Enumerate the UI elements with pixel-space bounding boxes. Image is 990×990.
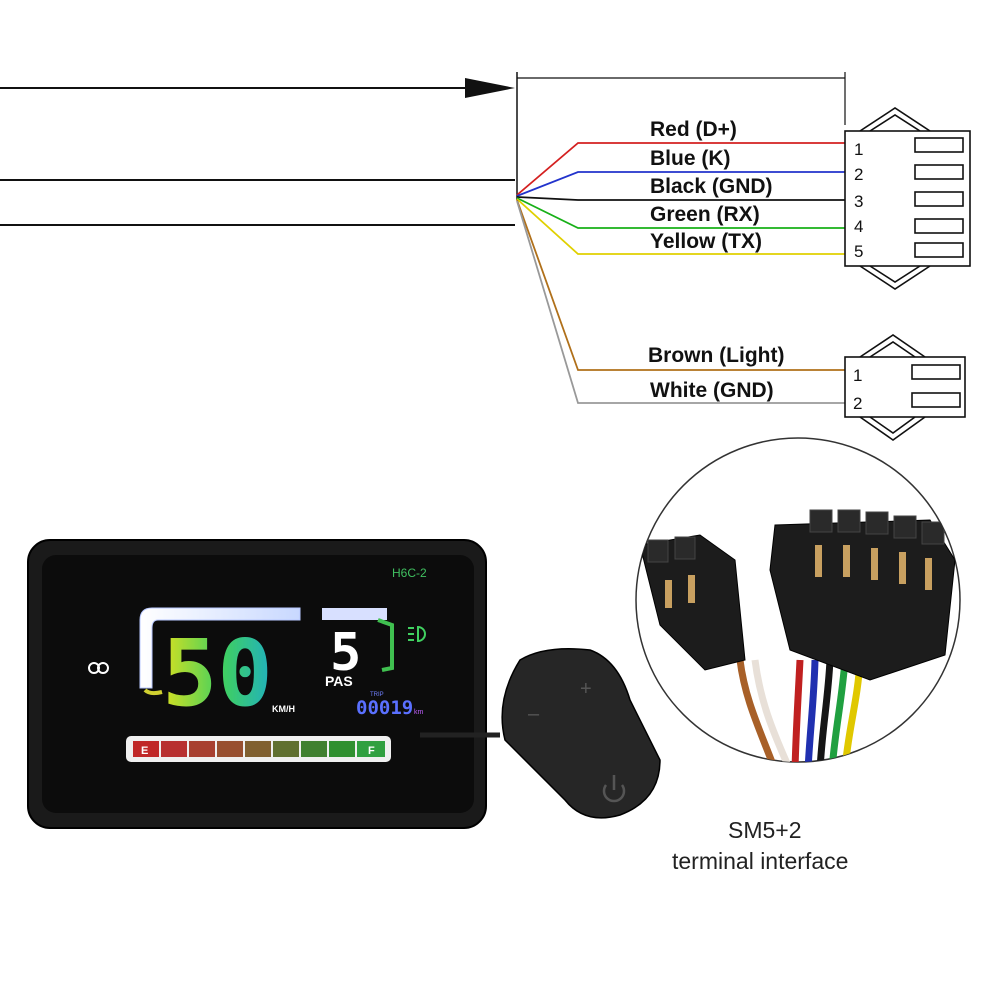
pin-number: 2 bbox=[854, 165, 863, 184]
pas-label: PAS bbox=[325, 673, 353, 689]
connector-5pin bbox=[844, 107, 971, 290]
pin-number: 2 bbox=[853, 394, 862, 413]
headlight-icon bbox=[408, 625, 426, 643]
caption: SM5+2 terminal interface bbox=[672, 817, 848, 874]
speed-unit: KM/H bbox=[272, 704, 295, 714]
battery-bar: E F bbox=[126, 736, 391, 762]
minus-icon[interactable]: – bbox=[528, 703, 540, 725]
connector-2pin bbox=[844, 334, 966, 441]
trip-label: TRIP bbox=[370, 692, 384, 698]
wire-label-green: Green (RX) bbox=[650, 203, 760, 226]
control-pad: + – bbox=[420, 648, 661, 819]
plus-icon[interactable]: + bbox=[580, 678, 592, 700]
pin-number: 1 bbox=[854, 140, 863, 159]
caption-line-2: terminal interface bbox=[672, 848, 848, 874]
wires-5pin bbox=[516, 142, 845, 255]
wire-red bbox=[516, 142, 845, 196]
pin-number: 3 bbox=[854, 192, 863, 211]
odometer-value: 00019 bbox=[356, 697, 413, 719]
odometer-unit: km bbox=[414, 709, 424, 716]
connector-5pin-numbers: 1 2 3 4 5 bbox=[854, 140, 863, 261]
model-label: H6C-2 bbox=[392, 566, 427, 580]
wire-label-white: White (GND) bbox=[650, 379, 774, 402]
caption-line-1: SM5+2 bbox=[728, 817, 802, 843]
link-icon bbox=[88, 662, 109, 674]
speed-frame bbox=[139, 607, 301, 689]
pas-frame bbox=[322, 608, 387, 620]
speed-value: 50 bbox=[162, 620, 273, 727]
wire-label-yellow: Yellow (TX) bbox=[650, 230, 762, 253]
pin-number: 1 bbox=[853, 366, 862, 385]
battery-empty-label: E bbox=[141, 745, 148, 757]
pin-number: 4 bbox=[854, 217, 863, 236]
battery-full-label: F bbox=[368, 745, 375, 757]
dimension-line bbox=[517, 72, 846, 125]
wire-black bbox=[516, 196, 845, 201]
power-icon[interactable] bbox=[602, 775, 626, 803]
wire-label-blue: Blue (K) bbox=[650, 147, 731, 170]
wire-labels-5pin: Red (D+) Blue (K) Black (GND) Green (RX)… bbox=[650, 118, 773, 253]
pas-level: 5 bbox=[330, 623, 361, 683]
wire-label-red: Red (D+) bbox=[650, 118, 737, 141]
cable-lines bbox=[0, 72, 518, 226]
wire-label-brown: Brown (Light) bbox=[648, 344, 784, 367]
wire-yellow bbox=[516, 198, 845, 255]
wire-white bbox=[516, 200, 845, 404]
wires-2pin bbox=[516, 199, 845, 404]
connector-photo-zoom bbox=[635, 437, 961, 763]
wire-blue bbox=[516, 171, 845, 197]
arrow-head-icon bbox=[465, 78, 515, 98]
connector-2pin-numbers: 1 2 bbox=[853, 366, 862, 413]
wire-label-black: Black (GND) bbox=[650, 175, 773, 198]
wire-green bbox=[516, 197, 845, 229]
wire-labels-2pin: Brown (Light) White (GND) bbox=[648, 344, 784, 402]
pin-number: 5 bbox=[854, 242, 863, 261]
lcd-display-unit: H6C-2 50 KM/H 5 PAS TRIP 00019 km bbox=[27, 539, 487, 829]
wire-brown bbox=[516, 199, 845, 371]
